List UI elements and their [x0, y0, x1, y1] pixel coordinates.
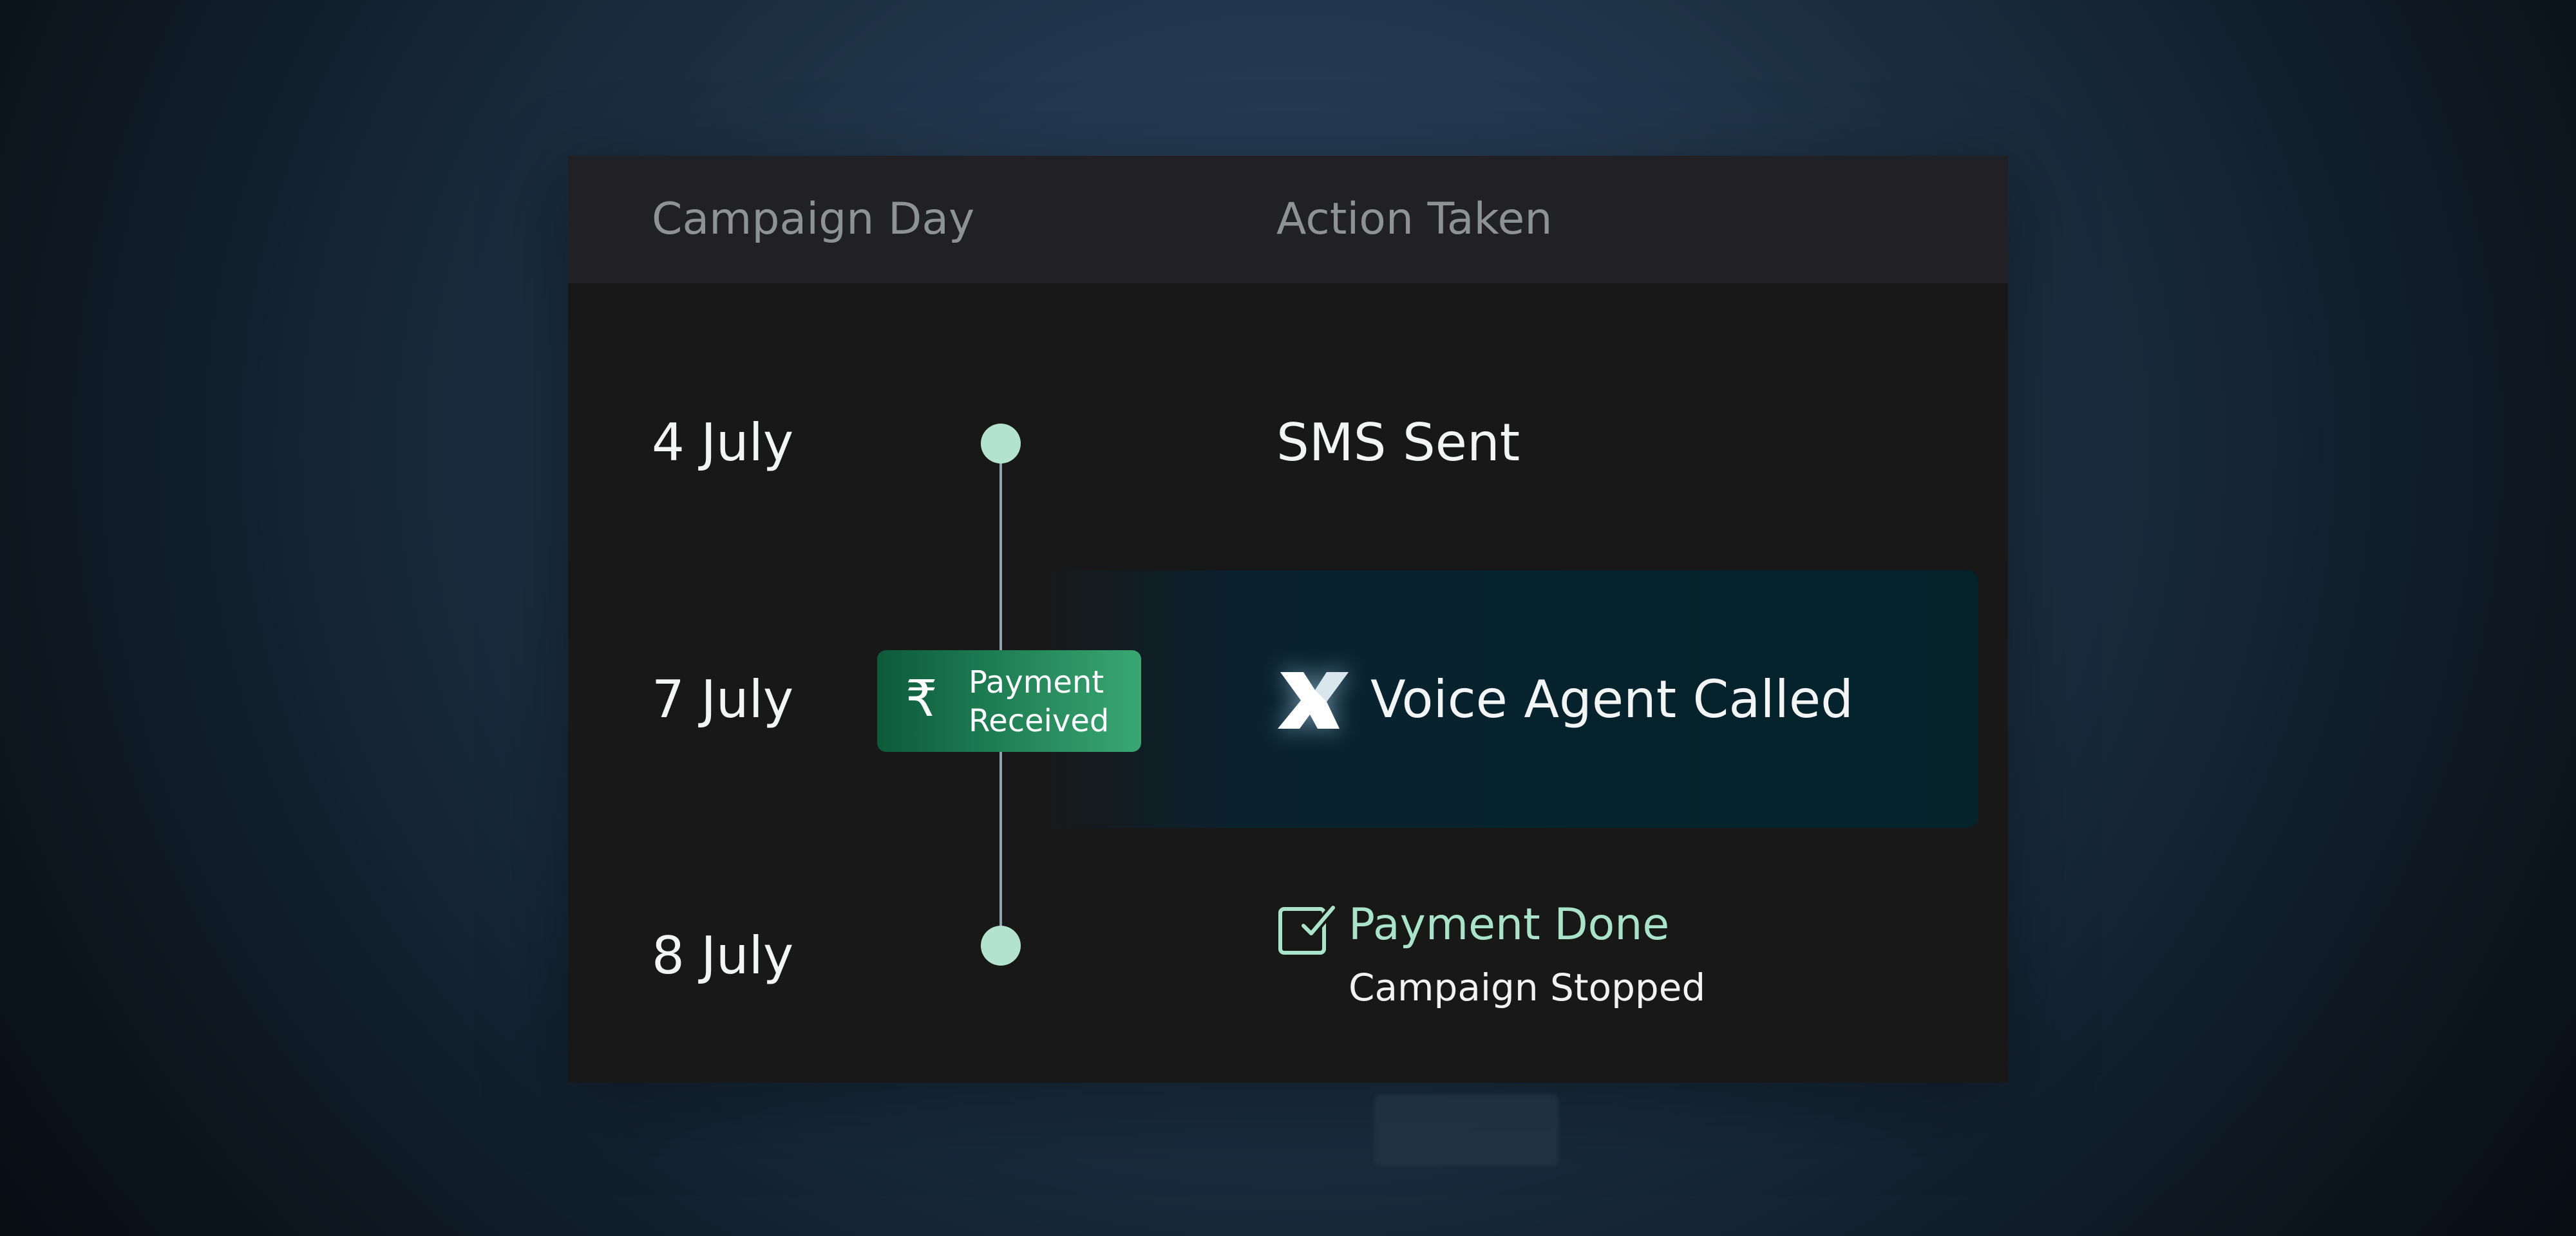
- checkbox-icon: [1278, 904, 1337, 955]
- voice-agent-logo-icon: [1278, 672, 1349, 729]
- payment-received-badge: ₹ Payment Received: [877, 650, 1141, 752]
- action-label: SMS Sent: [1276, 413, 1520, 473]
- rupee-icon: ₹: [905, 670, 938, 728]
- day-label: 7 July: [652, 670, 794, 729]
- day-label: 4 July: [652, 413, 794, 473]
- action-sublabel: Campaign Stopped: [1349, 966, 1706, 1009]
- campaign-timeline-card: Campaign Day Action Taken 4 July 7 July …: [568, 156, 2008, 1083]
- action-label: Voice Agent Called: [1370, 670, 1853, 729]
- header-campaign-day: Campaign Day: [652, 194, 975, 245]
- timeline-dot: [981, 926, 1021, 966]
- day-label: 8 July: [652, 926, 794, 986]
- badge-label: Payment Received: [969, 664, 1110, 739]
- table-header: Campaign Day Action Taken: [568, 156, 2008, 283]
- faded-button-placeholder: [1374, 1094, 1558, 1166]
- action-label: Payment Done: [1349, 899, 1670, 950]
- header-action-taken: Action Taken: [1276, 194, 1553, 245]
- timeline-dot: [981, 424, 1021, 464]
- highlighted-row-background: [1038, 570, 1978, 828]
